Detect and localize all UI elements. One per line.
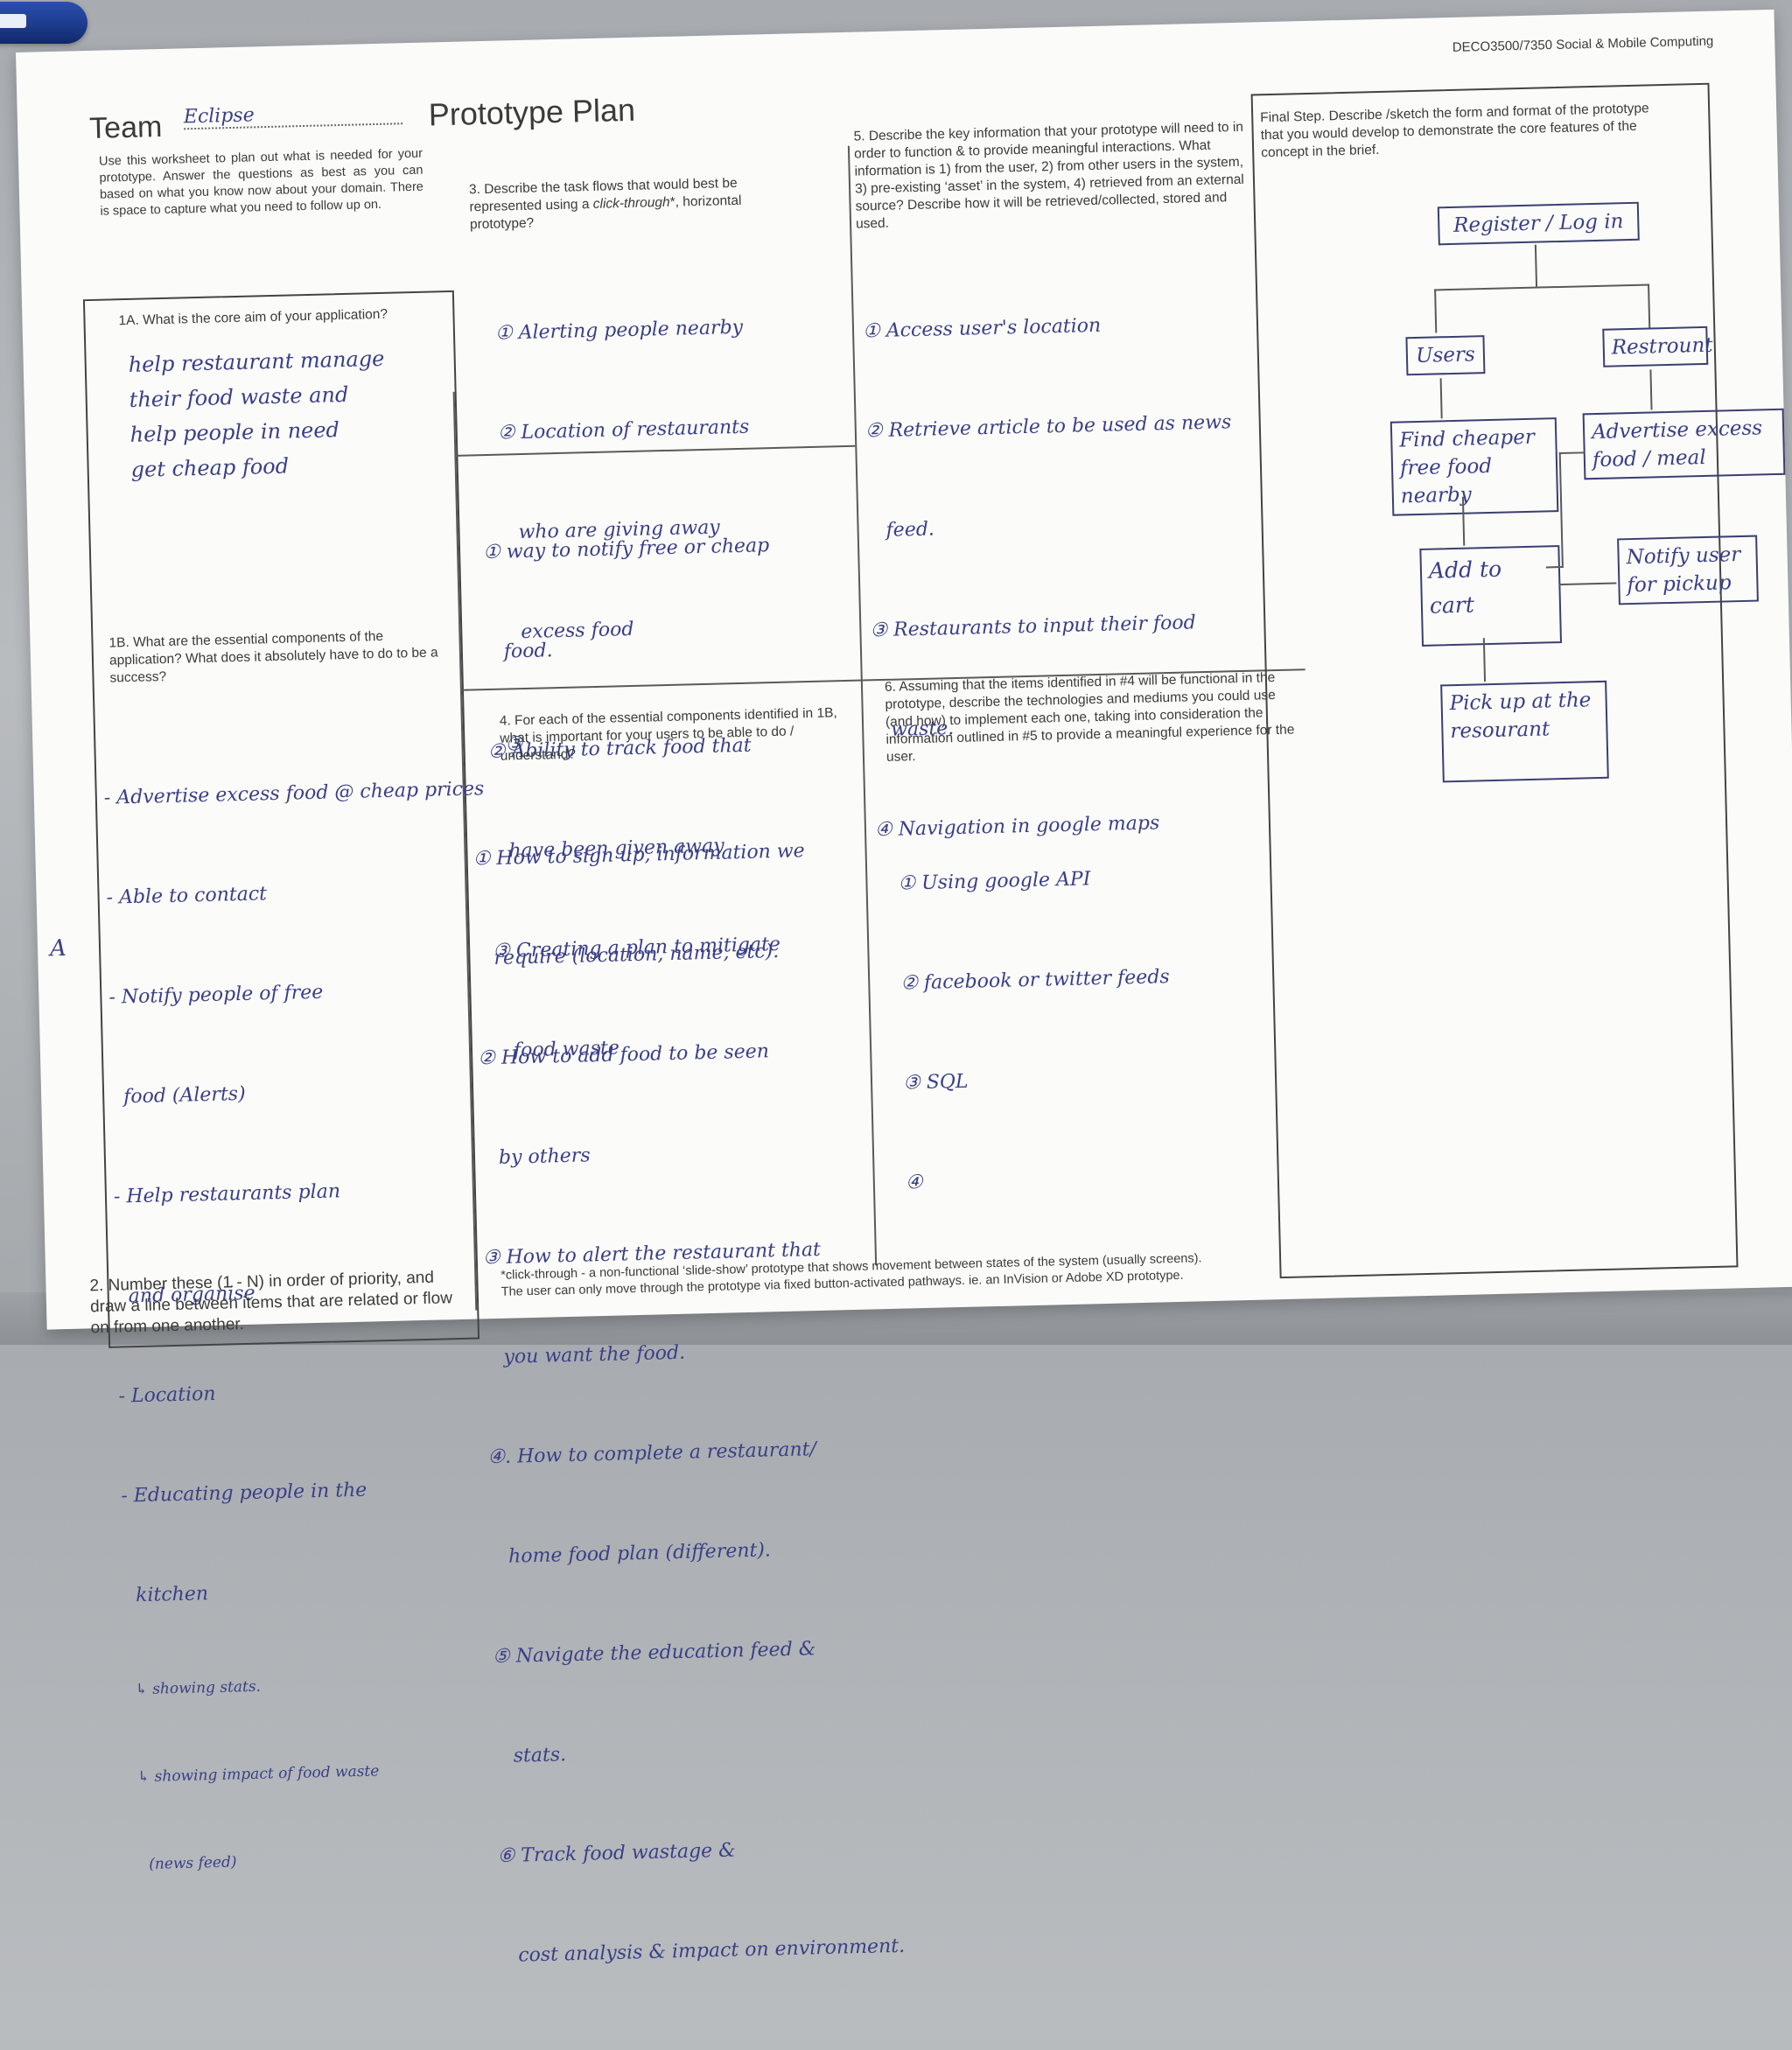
final-step-frame xyxy=(1250,82,1739,1279)
answer-4-line: you want the food. xyxy=(485,1341,686,1369)
answer-1b-line: - Location xyxy=(118,1382,216,1408)
question-1b: 1B. What are the essential components of… xyxy=(108,628,438,686)
answer-1b-line: - Advertise excess food @ cheap prices xyxy=(103,778,485,809)
node-restaurant: Restrount xyxy=(1602,325,1713,367)
node-pickup: Pick up at the resourant xyxy=(1440,680,1609,783)
answer-1b-line: ↳ showing stats. xyxy=(125,1677,262,1699)
answer-3-line: ② Location of restaurants xyxy=(497,416,750,444)
answer-3b-line: ① way to notify free or cheap xyxy=(482,535,770,564)
answer-1b-line: kitchen xyxy=(122,1583,209,1607)
margin-mark: A xyxy=(49,934,67,962)
answer-6-line: ① Using google API xyxy=(898,868,1091,895)
node-advertise: Advertise excess food / meal xyxy=(1582,408,1786,480)
answer-4-line: by others xyxy=(480,1144,591,1170)
answer-5-line: feed. xyxy=(867,518,935,542)
question-final: Final Step. Describe /sketch the form an… xyxy=(1260,101,1649,161)
answer-1a-line: get cheap food xyxy=(130,453,290,482)
node-notify: Notify user for pickup xyxy=(1617,535,1759,605)
node-find-food: Find cheaper free food nearby xyxy=(1390,417,1559,516)
node-users: Users xyxy=(1405,335,1486,376)
answer-4-line: cost analysis & impact on environment. xyxy=(500,1935,906,1968)
answer-1b-line: food (Alerts) xyxy=(110,1082,246,1109)
question-3-emphasis: click-through xyxy=(592,194,670,212)
answer-6: ① Using google API ② facebook or twitter… xyxy=(896,791,1310,1266)
team-label: Team xyxy=(88,109,163,145)
answer-1b-line: (news feed) xyxy=(130,1853,237,1874)
answer-1b-line: ↳ showing impact of food waste xyxy=(127,1762,380,1787)
page-title: Prototype Plan xyxy=(428,91,636,133)
answer-1b-line: - Able to contact xyxy=(106,883,268,909)
answer-3b-line: food. xyxy=(485,640,553,664)
answer-1b-line: - Help restaurants plan xyxy=(113,1180,341,1208)
pen-image xyxy=(0,2,88,44)
answer-4-line: ① How to sign up, information we xyxy=(472,840,805,871)
answer-4-line: require (location, name, etc). xyxy=(475,941,780,970)
worksheet-paper: DECO3500/7350 Social & Mobile Computing … xyxy=(16,9,1792,1967)
answer-4-line: ④. How to complete a restaurant/ xyxy=(487,1438,817,1469)
pen-cap xyxy=(0,14,26,28)
answer-6-line: ④ xyxy=(905,1172,923,1194)
question-2: 2. Number these (1 - N) in order of prio… xyxy=(89,1268,453,1338)
question-4: 4. For each of the essential components … xyxy=(499,705,837,764)
answer-4-line: home food plan (different). xyxy=(489,1539,772,1569)
answer-5-line: ① Access user's location xyxy=(862,314,1102,343)
course-label: DECO3500/7350 Social & Mobile Computing xyxy=(1452,33,1714,55)
answer-1b-line: - Notify people of free xyxy=(108,981,324,1009)
answer-6-line: ③ SQL xyxy=(902,1070,969,1095)
answer-4-line: ⑤ Navigate the education feed & xyxy=(492,1638,816,1669)
answer-1a-line: help restaurant manage xyxy=(128,346,385,377)
question-6: 6. Assuming that the items identified in… xyxy=(884,670,1295,765)
answer-1b-line: - Educating people in the xyxy=(121,1479,368,1508)
question-3: 3. Describe the task flows that would be… xyxy=(469,174,785,234)
answer-1a: help restaurant manage their food waste … xyxy=(128,340,420,487)
team-name: Eclipse xyxy=(183,101,403,130)
answer-4: ① How to sign up, information we require… xyxy=(471,766,921,2040)
node-add-to-cart: Add to cart xyxy=(1419,545,1563,647)
answer-3-line: ① Alerting people nearby xyxy=(494,316,744,345)
answer-6-line: ② facebook or twitter feeds xyxy=(900,966,1170,995)
node-register: Register / Log in xyxy=(1437,201,1640,246)
answer-5-line: ③ Restaurants to input their food xyxy=(870,612,1196,642)
answer-4-line: ⑥ Track food wastage & xyxy=(497,1839,737,1868)
intro-text: Use this worksheet to plan out what is n… xyxy=(98,146,424,219)
answer-4-line: ② How to add food to be seen xyxy=(477,1040,770,1070)
answer-4-line: stats. xyxy=(494,1744,567,1768)
answer-5-line: ② Retrieve article to be used as news xyxy=(864,411,1232,443)
question-5: 5. Describe the key information that you… xyxy=(853,119,1244,232)
